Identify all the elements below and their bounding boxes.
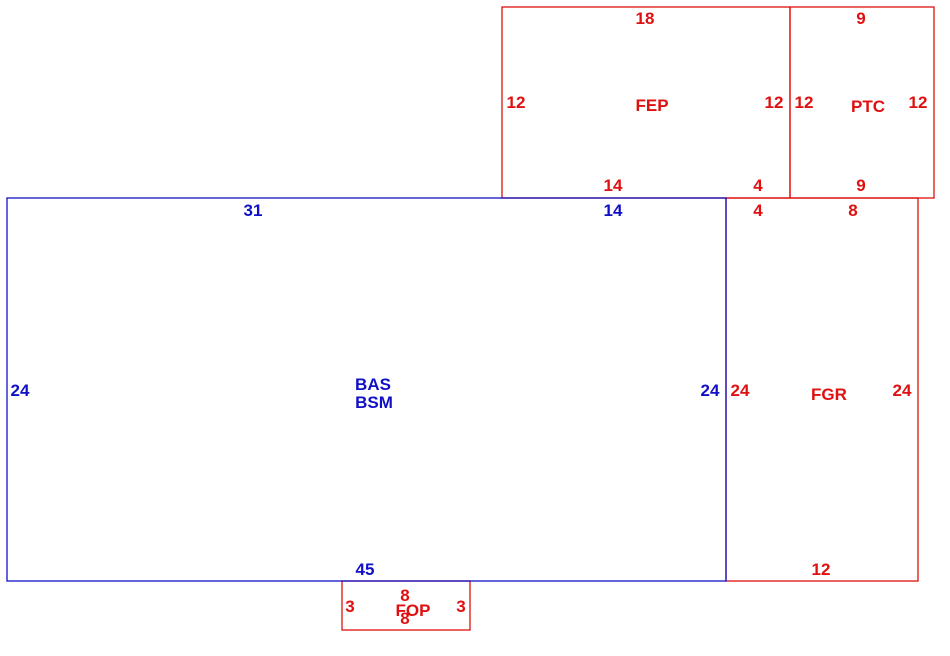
fep-bottom-right-dimension: 4 [753, 176, 763, 195]
ptc-left-dimension: 12 [795, 93, 814, 112]
fep-name: FEP [635, 96, 668, 115]
fop-name: FOP [396, 601, 431, 620]
bas-top-right-dimension: 14 [604, 201, 623, 220]
bas-bottom-dimension: 45 [356, 560, 375, 579]
ptc-top-dimension: 9 [856, 9, 865, 28]
bsm-name: BSM [355, 393, 393, 412]
fgr-right-dimension: 24 [893, 381, 912, 400]
bas-left-dimension: 24 [11, 381, 30, 400]
fgr-area: FGR 4 8 24 24 12 [725, 197, 919, 582]
ptc-bottom-dimension: 9 [856, 176, 865, 195]
bas-outline [6, 197, 727, 582]
fep-bottom-dimension: 14 [604, 176, 623, 195]
fgr-top-dimension: 8 [848, 201, 857, 220]
fop-area: FOP 8 8 3 3 [341, 580, 471, 631]
fgr-bottom-dimension: 12 [812, 560, 831, 579]
fgr-name: FGR [811, 385, 847, 404]
fop-right-dimension: 3 [456, 597, 465, 616]
fep-left-dimension: 12 [507, 93, 526, 112]
fgr-left-dimension: 24 [731, 381, 750, 400]
ptc-area: PTC 9 12 12 9 [789, 6, 935, 199]
fop-bottom-dimension: 8 [400, 609, 409, 628]
bas-top-dimension: 31 [244, 201, 263, 220]
ptc-name: PTC [851, 97, 885, 116]
fep-area: FEP 18 12 12 14 4 [501, 6, 791, 199]
ptc-right-dimension: 12 [909, 93, 928, 112]
fop-top-dimension: 8 [400, 586, 409, 605]
fep-top-dimension: 18 [636, 9, 655, 28]
fop-left-dimension: 3 [345, 597, 354, 616]
bas-name: BAS [355, 375, 391, 394]
bas-area: BAS BSM 31 14 24 24 45 [6, 197, 727, 582]
fep-right-dimension: 12 [765, 93, 784, 112]
bas-right-dimension: 24 [701, 381, 720, 400]
fgr-top-left-dimension: 4 [753, 201, 763, 220]
